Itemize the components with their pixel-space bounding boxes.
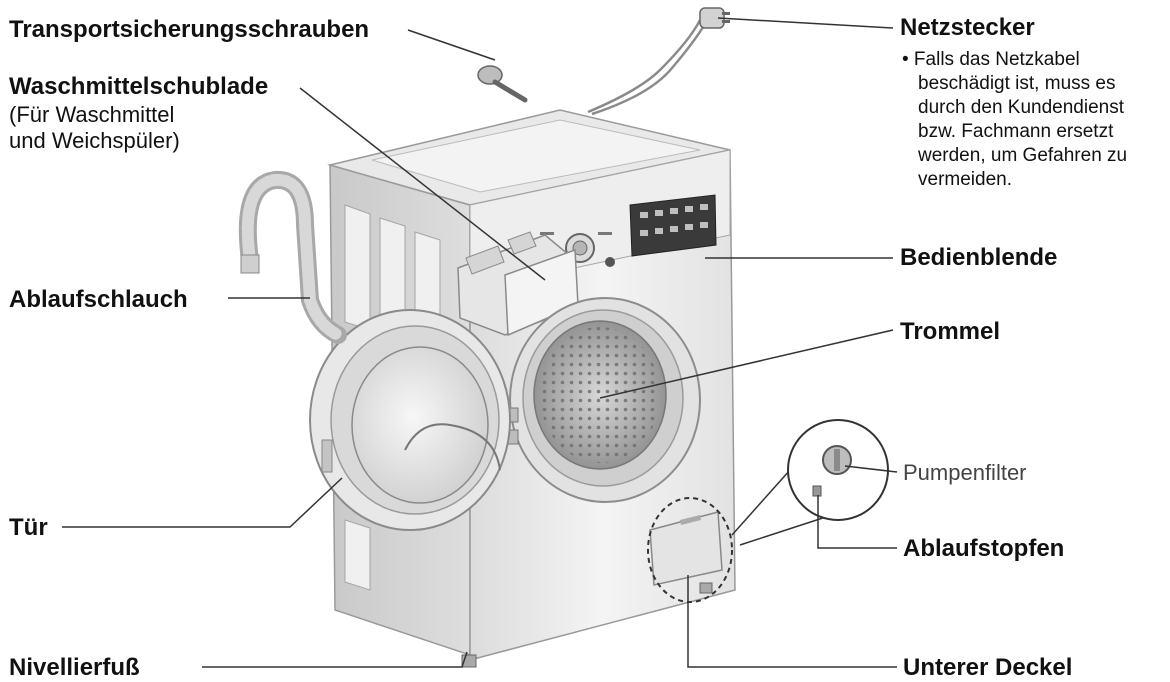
power-plug-note-line: werden, um Gefahren zu xyxy=(918,145,1128,166)
label-door: Tür xyxy=(9,514,48,541)
label-pump-filter: Pumpenfilter xyxy=(903,460,1027,485)
control-display xyxy=(629,194,717,257)
label-power-plug: Netzstecker xyxy=(900,14,1035,41)
label-transport-screws: Transportsicherungsschrauben xyxy=(9,16,370,43)
label-control-panel: Bedienblende xyxy=(900,244,1058,271)
label-bottom-cover: Unterer Deckel xyxy=(903,654,1073,681)
power-plug-note-line: vermeiden. xyxy=(918,169,1012,190)
label-drain-hose: Ablaufschlauch xyxy=(9,286,188,313)
label-leveling-foot: Nivellierfuß xyxy=(9,654,140,681)
label-drain-plug: Ablaufstopfen xyxy=(903,535,1065,562)
power-plug-note: • Falls das Netzkabel beschädigt ist, mu… xyxy=(902,48,1127,192)
door-illustration xyxy=(309,309,511,531)
power-plug-note-line: beschädigt ist, muss es xyxy=(918,73,1116,94)
power-cord-illustration xyxy=(587,17,710,116)
detergent-drawer-illustration xyxy=(457,231,579,337)
label-detergent-drawer-sub1: (Für Waschmittel xyxy=(9,102,175,127)
label-detergent-drawer-sub2: und Weichspüler) xyxy=(9,128,180,153)
label-detergent-drawer: Waschmittelschublade xyxy=(9,73,269,100)
leader-lines xyxy=(62,17,898,668)
drain-hose-illustration xyxy=(238,170,347,344)
transport-screw-illustration xyxy=(477,65,528,103)
power-plug-note-line: bzw. Fachmann ersetzt xyxy=(918,121,1114,142)
pump-filter-zoom xyxy=(731,419,889,546)
power-plug-note-line: • Falls das Netzkabel xyxy=(902,49,1080,70)
power-plug-note-line: durch den Kundendienst xyxy=(918,97,1124,118)
label-drum: Trommel xyxy=(900,318,1001,345)
